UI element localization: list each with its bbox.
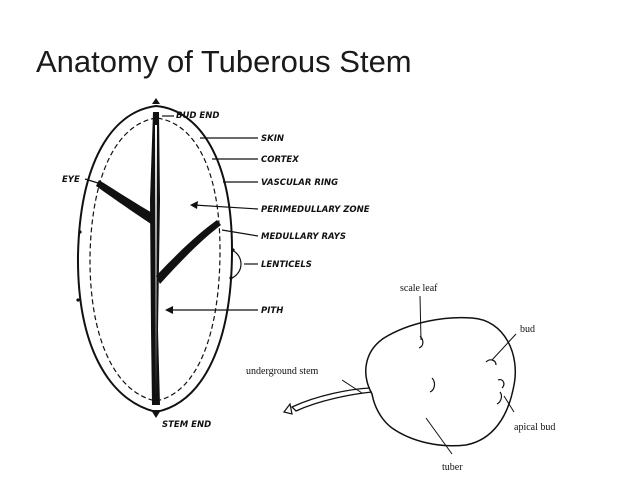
label-eye: EYE <box>62 175 80 185</box>
label-bud-end: BUD END <box>176 111 219 121</box>
tuber-section-diagram: BUD END SKIN CORTEX VASCULAR RING PERIME… <box>62 98 370 430</box>
label-medullary-rays: MEDULLARY RAYS <box>261 232 346 242</box>
label-scale-leaf: scale leaf <box>400 283 438 294</box>
underground-stem <box>290 387 373 412</box>
label-skin: SKIN <box>261 134 284 144</box>
pith-axis <box>150 112 160 405</box>
label-underground-stem: underground stem <box>246 366 319 377</box>
tuber-external-diagram: scale leaf bud underground stem apical b… <box>246 283 555 473</box>
label-pith: PITH <box>261 306 283 316</box>
label-tuber: tuber <box>442 462 463 473</box>
pith-branch-eye <box>96 180 154 224</box>
label-apical-bud: apical bud <box>514 422 555 433</box>
label-stem-end: STEM END <box>162 420 211 430</box>
tuber-outline <box>365 316 516 447</box>
label-lenticels: LENTICELS <box>261 260 312 270</box>
label-vascular-ring: VASCULAR RING <box>261 178 338 188</box>
pith-branch-right <box>156 220 221 284</box>
label-perimedullary-zone: PERIMEDULLARY ZONE <box>261 205 370 215</box>
label-bud: bud <box>520 324 535 335</box>
vascular-ring <box>89 117 221 402</box>
slide-title: Anatomy of Tuberous Stem <box>36 44 412 79</box>
label-cortex: CORTEX <box>261 155 299 165</box>
